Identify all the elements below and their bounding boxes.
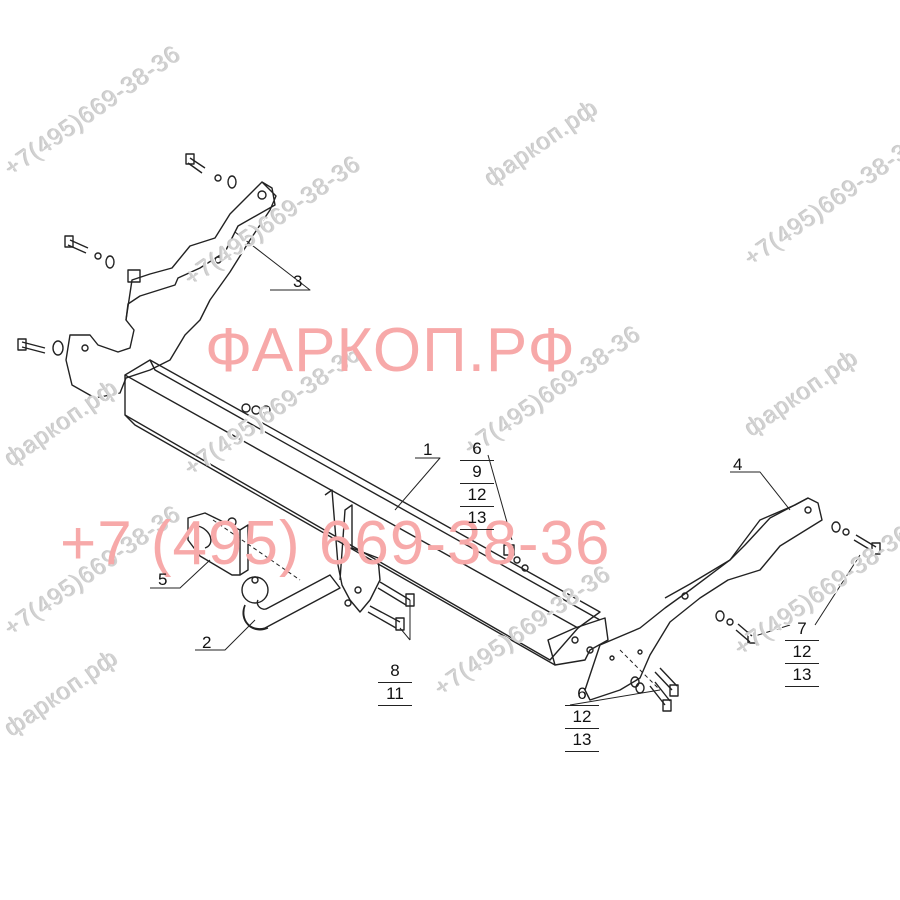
leader-lines xyxy=(150,231,861,706)
callout-1: 1 xyxy=(423,440,433,459)
fastener-label: 12 xyxy=(565,706,599,729)
fastener-label: 13 xyxy=(460,507,494,530)
right-bracket-bolts xyxy=(715,521,881,644)
left-bracket-bolts xyxy=(17,153,237,356)
callout-2: 2 xyxy=(202,633,212,652)
fastener-group-center: 6 9 12 13 xyxy=(460,438,494,530)
fastener-group-bottom: 6 12 13 xyxy=(565,683,599,752)
fastener-label: 6 xyxy=(460,438,494,461)
watermark-brand: ФАРКОП.РФ xyxy=(205,316,576,385)
bottom-bolts xyxy=(630,667,679,712)
ball-bolts xyxy=(367,581,415,631)
callout-5: 5 xyxy=(158,570,168,589)
center-mount xyxy=(324,489,381,613)
fastener-label: 13 xyxy=(565,729,599,752)
tow-ball-arm xyxy=(241,574,341,631)
watermark-phone: +7 (495) 669-38-36 xyxy=(60,509,611,578)
fastener-label: 7 xyxy=(785,618,819,641)
fastener-label: 6 xyxy=(565,683,599,706)
crossbar xyxy=(124,359,609,666)
fastener-label: 11 xyxy=(378,683,412,706)
center-fasteners xyxy=(241,403,529,572)
callout-3: 3 xyxy=(293,272,303,291)
fastener-group-ball: 8 11 xyxy=(378,660,412,706)
left-bracket xyxy=(65,181,277,399)
fastener-label: 8 xyxy=(378,660,412,683)
fastener-label: 9 xyxy=(460,461,494,484)
right-bracket xyxy=(584,497,823,701)
fastener-group-right: 7 12 13 xyxy=(785,618,819,687)
fastener-label: 12 xyxy=(460,484,494,507)
callout-4: 4 xyxy=(733,455,743,474)
socket-plate xyxy=(187,512,249,576)
fastener-label: 12 xyxy=(785,641,819,664)
fastener-label: 13 xyxy=(785,664,819,687)
